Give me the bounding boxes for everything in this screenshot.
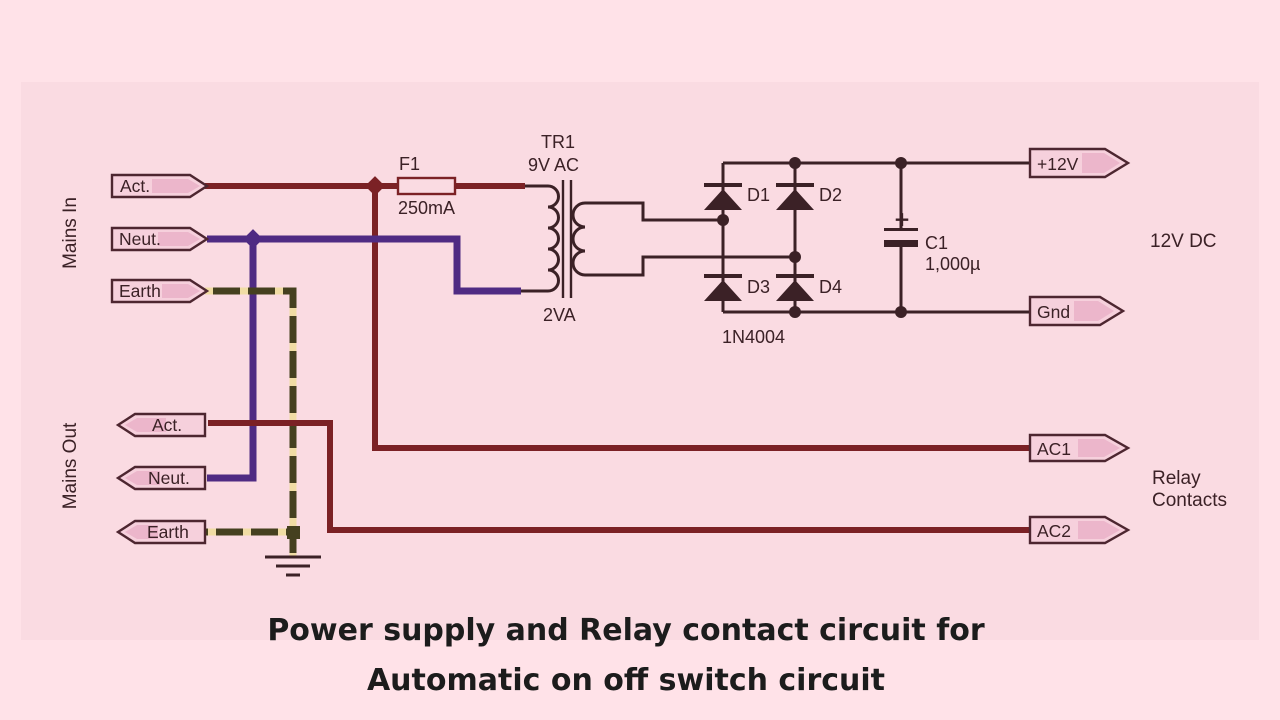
wire-ac1-branch	[372, 186, 1032, 451]
connector-ac2: AC2	[1028, 515, 1131, 545]
connector-earth-in-label: Earth	[119, 281, 161, 301]
connector-act-out-label: Act.	[152, 415, 182, 435]
caption-line-1: Power supply and Relay contact circuit f…	[267, 613, 985, 648]
wire-earth-in	[205, 287, 297, 556]
connector-neut-in: Neut.	[110, 226, 210, 252]
relay-contacts-label-2: Contacts	[1152, 490, 1227, 511]
connector-neut-out: Neut.	[115, 465, 207, 491]
capacitor-c1-plate-negative	[884, 240, 918, 247]
capacitor-ref-label: C1	[925, 233, 948, 253]
diode-d3-cathode	[704, 274, 742, 278]
connector-gnd: Gnd	[1028, 295, 1126, 327]
caption: Power supply and Relay contact circuit f…	[0, 606, 1266, 706]
diode-d2-cathode	[776, 183, 814, 187]
transformer-rating-label: 2VA	[543, 305, 576, 325]
diode-d2-label: D2	[819, 185, 842, 205]
diode-part-label: 1N4004	[722, 327, 785, 347]
diode-d3	[704, 274, 742, 301]
transformer-tr1	[521, 180, 586, 298]
junction-d1-d3	[717, 214, 729, 226]
connector-neut-in-label: Neut.	[119, 229, 161, 249]
diode-d1-anode	[704, 189, 742, 210]
diode-d1	[704, 183, 742, 210]
capacitor-value-label: 1,000µ	[925, 254, 980, 274]
fuse-ref-label: F1	[399, 154, 420, 174]
transformer-primary-winding	[521, 184, 560, 293]
junction-d2-d4	[789, 251, 801, 263]
connector-earth-out: Earth	[115, 519, 207, 545]
diode-d2-anode	[776, 189, 814, 210]
connector-ac1-label: AC1	[1037, 439, 1071, 459]
group-label-mains-out: Mains Out	[60, 422, 81, 509]
fuse-value-label: 250mA	[398, 198, 455, 218]
junction-neutral	[243, 229, 263, 249]
junction-rail-c1	[895, 157, 907, 169]
diode-d3-anode	[704, 280, 742, 301]
connector-12v: +12V	[1028, 147, 1131, 179]
junction-rail-d2	[789, 157, 801, 169]
dc-output-label: 12V DC	[1150, 231, 1217, 252]
diode-d3-label: D3	[747, 277, 770, 297]
diode-d2	[776, 183, 814, 210]
diode-d4-cathode	[776, 274, 814, 278]
relay-contacts-label-1: Relay	[1152, 468, 1201, 489]
connector-neut-out-label: Neut.	[148, 468, 190, 488]
ground-symbol	[265, 555, 321, 577]
connector-act-in-label: Act.	[120, 176, 150, 196]
wire-neutral-out	[207, 239, 257, 482]
wire-secondary-top	[585, 201, 723, 222]
connector-act-out: Act.	[115, 412, 207, 438]
fuse-f1-body	[396, 176, 457, 196]
diode-d4-anode	[776, 280, 814, 301]
connector-ac2-label: AC2	[1037, 521, 1071, 541]
connector-earth-in: Earth	[110, 278, 210, 304]
diode-d4-label: D4	[819, 277, 842, 297]
transformer-voltage-label: 9V AC	[528, 155, 579, 175]
junction-gnd-c1	[895, 306, 907, 318]
junction-active	[365, 176, 385, 196]
connector-act-in: Act.	[110, 173, 210, 199]
connector-gnd-label: Gnd	[1037, 302, 1070, 322]
capacitor-polarity-mark: +	[894, 207, 911, 231]
transformer-ref-label: TR1	[541, 132, 575, 152]
connector-12v-label: +12V	[1037, 154, 1079, 174]
capacitor-c1: +	[884, 163, 918, 312]
junction-gnd-d4	[789, 306, 801, 318]
connector-earth-out-label: Earth	[147, 522, 189, 542]
caption-line-2: Automatic on off switch circuit	[366, 663, 886, 698]
diode-d1-label: D1	[747, 185, 770, 205]
connector-ac1: AC1	[1028, 433, 1131, 463]
junction-earth	[287, 526, 300, 539]
capacitor-c1-plate-positive	[884, 228, 918, 231]
wire-neutral-in	[207, 235, 521, 295]
transformer-secondary-winding	[571, 201, 586, 277]
wire-ac2-branch	[208, 420, 1032, 533]
wire-secondary-bottom	[585, 255, 795, 277]
diode-d1-cathode	[704, 183, 742, 187]
diode-d4	[776, 274, 814, 301]
group-label-mains-in: Mains In	[60, 197, 81, 269]
